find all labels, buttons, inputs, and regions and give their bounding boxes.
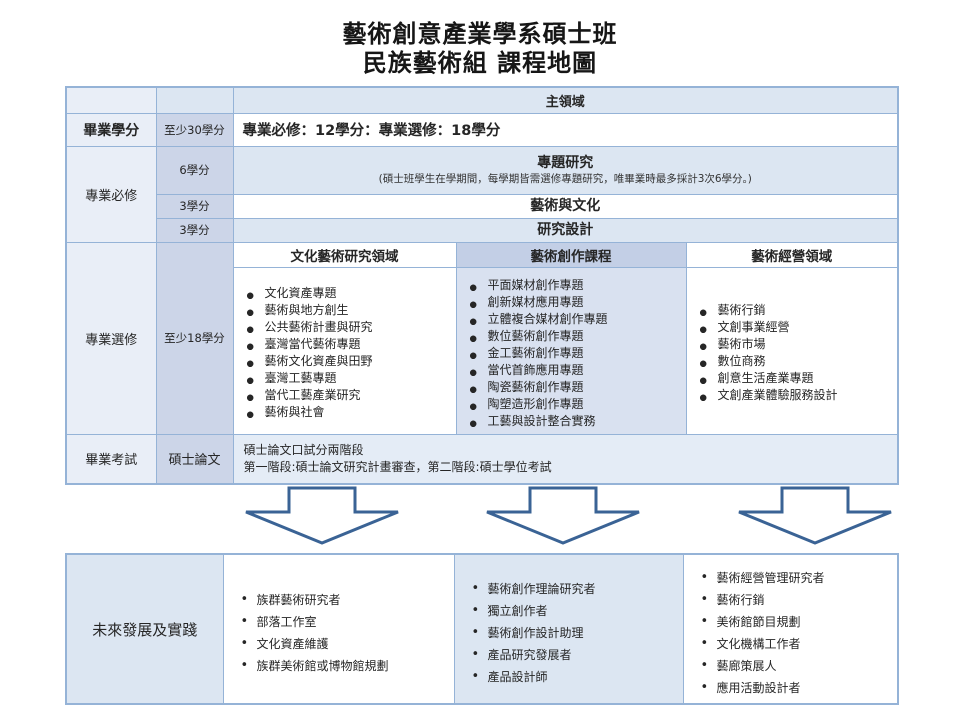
list-item: 創意生活產業專題 — [700, 370, 894, 390]
list-item: 文化機構工作者 — [699, 633, 894, 655]
list-item: 族群美術館或博物館規劃 — [239, 655, 450, 677]
list-item: 產品設計師 — [470, 666, 679, 688]
list-item: 藝術市場 — [700, 336, 894, 356]
list-item: 獨立創作者 — [470, 600, 679, 622]
thesis-label: 碩士論文 — [155, 433, 234, 485]
empty-cell — [65, 86, 157, 114]
list-item: 部落工作室 — [239, 611, 450, 633]
list-item: 應用活動設計者 — [699, 677, 894, 699]
table-row: 畢業學分 至少30學分 專業必修：12學分：專業選修：18學分 — [65, 112, 899, 147]
list-item: 立體複合媒材創作專題 — [470, 311, 682, 331]
table-row: 專業選修 至少18學分 文化藝術研究領域 藝術創作課程 藝術經營領域 — [65, 241, 899, 435]
list-item: 臺灣工藝專題 — [247, 370, 452, 390]
course-list: 藝術行銷文創事業經營藝術市場數位商務創意生活產業專題文創產業體驗服務設計 — [700, 302, 894, 407]
course-credits: 3學分 — [155, 193, 234, 219]
list-item: 藝術行銷 — [700, 302, 894, 322]
list-item: 陶瓷藝術創作專題 — [470, 379, 682, 399]
graduation-credits-label: 畢業學分 — [65, 112, 157, 147]
list-item: 藝術創作理論研究者 — [470, 578, 679, 600]
elective-column-header-management: 藝術經營領域 — [685, 241, 899, 268]
list-item: 公共藝術計畫與研究 — [247, 319, 452, 339]
list-item: 文化資產專題 — [247, 285, 452, 305]
list-item: 數位商務 — [700, 353, 894, 373]
list-item: 當代首飾應用專題 — [470, 362, 682, 382]
electives-label: 專業選修 — [65, 241, 157, 435]
page-title: 藝術創意產業學系碩士班 民族藝術組 課程地圖 — [0, 20, 960, 78]
career-list: 藝術經營管理研究者藝術行銷美術館節目規劃文化機構工作者藝廊策展人應用活動設計者 — [699, 567, 894, 699]
down-arrow-icon — [486, 486, 640, 545]
future-list-art-creation: 藝術創作理論研究者獨立創作者藝術創作設計助理產品研究發展者產品設計師 — [453, 553, 684, 705]
graduation-credits-value: 至少30學分 — [155, 112, 234, 147]
list-item: 文化資產維護 — [239, 633, 450, 655]
elective-column-header-research: 文化藝術研究領域 — [232, 241, 457, 268]
required-label: 專業必修 — [65, 145, 157, 243]
table-row: 3學分 藝術與文化 — [66, 193, 899, 219]
list-item: 臺灣當代藝術專題 — [247, 336, 452, 356]
down-arrow-icon — [245, 486, 399, 545]
list-item: 藝術文化資產與田野 — [247, 353, 452, 373]
course-list: 文化資產專題藝術與地方創生公共藝術計畫與研究臺灣當代藝術專題藝術文化資產與田野臺… — [247, 285, 452, 424]
main-area-header: 主領域 — [232, 86, 899, 114]
list-item: 藝廊策展人 — [699, 655, 894, 677]
title-line2: 民族藝術組 課程地圖 — [362, 49, 598, 77]
list-item: 創新媒材應用專題 — [470, 294, 682, 314]
list-item: 文創事業經營 — [700, 319, 894, 339]
list-item: 平面媒材創作專題 — [470, 277, 682, 297]
course-list: 平面媒材創作專題創新媒材應用專題立體複合媒材創作專題數位藝術創作專題金工藝術創作… — [470, 277, 682, 433]
elective-column-header-creation: 藝術創作課程 — [455, 241, 687, 268]
curriculum-table: 主領域 畢業學分 至少30學分 專業必修：12學分：專業選修：18學分 專業必修… — [65, 86, 900, 485]
electives-credits: 至少18學分 — [155, 241, 234, 435]
course-credits: 3學分 — [155, 217, 234, 243]
future-list-art-management: 藝術經營管理研究者藝術行銷美術館節目規劃文化機構工作者藝廊策展人應用活動設計者 — [682, 553, 899, 705]
list-item: 文創產業體驗服務設計 — [700, 387, 894, 407]
list-item: 當代工藝產業研究 — [247, 387, 452, 407]
list-item: 產品研究發展者 — [470, 644, 679, 666]
elective-list-creation: 平面媒材創作專題創新媒材應用專題立體複合媒材創作專題數位藝術創作專題金工藝術創作… — [455, 266, 687, 435]
graduation-exam-label: 畢業考試 — [65, 433, 157, 485]
table-row: 未來發展及實踐 族群藝術研究者部落工作室文化資產維護族群美術館或博物館規劃 藝術… — [65, 553, 899, 705]
list-item: 工藝與設計整合實務 — [470, 413, 682, 433]
list-item: 藝術與社會 — [247, 404, 452, 424]
table-row: 主領域 — [65, 86, 899, 114]
list-item: 金工藝術創作專題 — [470, 345, 682, 365]
list-item: 藝術經營管理研究者 — [699, 567, 894, 589]
future-development-label: 未來發展及實踐 — [65, 553, 224, 705]
career-list: 族群藝術研究者部落工作室文化資產維護族群美術館或博物館規劃 — [239, 589, 450, 677]
credit-summary: 專業必修：12學分：專業選修：18學分 — [232, 112, 899, 147]
title-line1: 藝術創意產業學系碩士班 — [342, 20, 618, 48]
elective-list-research: 文化資產專題藝術與地方創生公共藝術計畫與研究臺灣當代藝術專題藝術文化資產與田野臺… — [232, 266, 457, 435]
table-row: 畢業考試 碩士論文 碩士論文口試分兩階段 第一階段:碩士論文研究計畫審查，第二階… — [65, 433, 899, 485]
list-item: 藝術行銷 — [699, 589, 894, 611]
list-item: 族群藝術研究者 — [239, 589, 450, 611]
exam-line1: 碩士論文口試分兩階段 — [243, 442, 364, 457]
list-item: 陶塑造形創作專題 — [470, 396, 682, 416]
course-note: (碩士班學生在學期間，每學期皆需選修專題研究，唯畢業時最多採計3次6學分。) — [378, 173, 752, 185]
course-cell-research-design: 研究設計 — [232, 217, 899, 243]
course-name: 專題研究 — [537, 155, 594, 171]
table-row: 3學分 研究設計 — [66, 217, 899, 243]
down-arrow-icon — [738, 486, 892, 545]
future-development-table: 未來發展及實踐 族群藝術研究者部落工作室文化資產維護族群美術館或博物館規劃 藝術… — [65, 553, 899, 705]
course-cell-art-culture: 藝術與文化 — [232, 193, 899, 219]
list-item: 美術館節目規劃 — [699, 611, 894, 633]
exam-description: 碩士論文口試分兩階段 第一階段:碩士論文研究計畫審查，第二階段:碩士學位考試 — [232, 433, 899, 485]
list-item: 藝術創作設計助理 — [470, 622, 679, 644]
table-row: 專業必修 6學分 專題研究 (碩士班學生在學期間，每學期皆需選修專題研究，唯畢業… — [65, 145, 899, 243]
exam-line2: 第一階段:碩士論文研究計畫審查，第二階段:碩士學位考試 — [243, 459, 552, 474]
elective-list-management: 藝術行銷文創事業經營藝術市場數位商務創意生活產業專題文創產業體驗服務設計 — [685, 266, 899, 435]
course-credits: 6學分 — [155, 145, 234, 195]
career-list: 藝術創作理論研究者獨立創作者藝術創作設計助理產品研究發展者產品設計師 — [470, 578, 679, 688]
course-cell-seminar: 專題研究 (碩士班學生在學期間，每學期皆需選修專題研究，唯畢業時最多採計3次6學… — [232, 145, 899, 195]
table-row: 文化資產專題藝術與地方創生公共藝術計畫與研究臺灣當代藝術專題藝術文化資產與田野臺… — [66, 266, 899, 435]
future-list-ethnic-art: 族群藝術研究者部落工作室文化資產維護族群美術館或博物館規劃 — [222, 553, 455, 705]
empty-cell — [155, 86, 234, 114]
list-item: 藝術與地方創生 — [247, 302, 452, 322]
list-item: 數位藝術創作專題 — [470, 328, 682, 348]
